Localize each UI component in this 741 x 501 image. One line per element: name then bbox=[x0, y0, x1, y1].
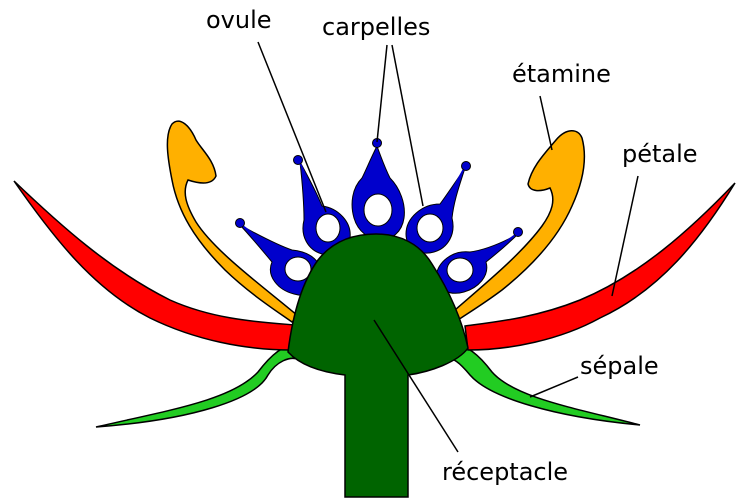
stigma bbox=[514, 228, 523, 237]
stigma-style bbox=[492, 233, 518, 252]
label-carpelles: carpelles bbox=[322, 13, 430, 41]
ovule bbox=[447, 258, 473, 282]
stigma bbox=[462, 162, 471, 171]
leader-line-ovule bbox=[258, 42, 326, 212]
stamen-right bbox=[448, 131, 584, 322]
stamen-left bbox=[167, 121, 298, 322]
leader-line-etamine bbox=[540, 96, 552, 150]
label-etamine: étamine bbox=[512, 60, 611, 88]
leader-line-carpelles-left bbox=[377, 45, 387, 142]
label-ovule: ovule bbox=[206, 6, 272, 34]
stigma bbox=[236, 219, 245, 228]
petal-left bbox=[14, 181, 295, 350]
stigma-style bbox=[240, 224, 264, 242]
label-sepale: sépale bbox=[580, 352, 659, 380]
label-petale: pétale bbox=[622, 140, 698, 168]
leader-line-sepale bbox=[530, 377, 578, 397]
leader-line-carpelles-right bbox=[392, 45, 423, 206]
ovule bbox=[316, 214, 340, 242]
sepal-left bbox=[96, 345, 300, 427]
label-receptacle: réceptacle bbox=[442, 458, 568, 486]
stigma bbox=[294, 156, 303, 165]
ovule bbox=[364, 194, 392, 226]
ovule bbox=[417, 214, 443, 242]
